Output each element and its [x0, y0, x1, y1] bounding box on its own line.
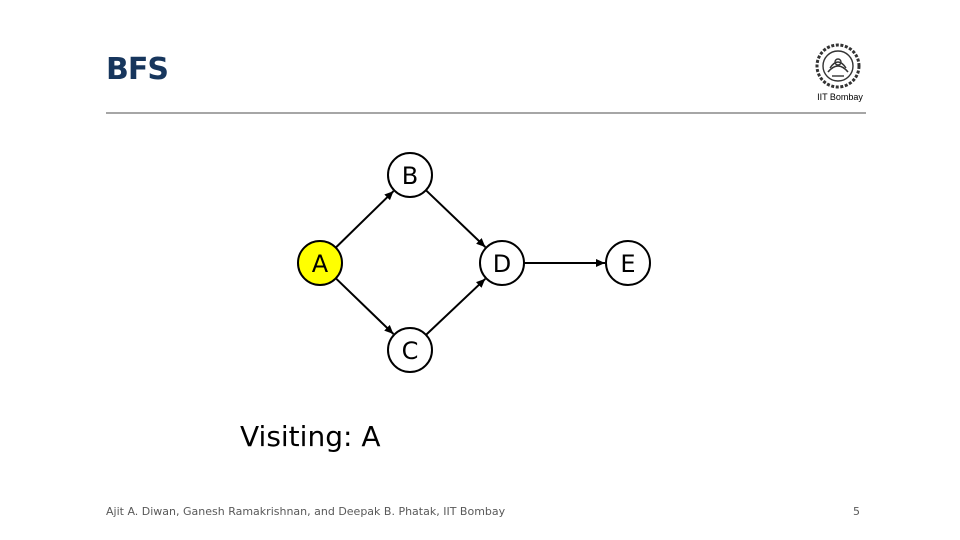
iit-bombay-emblem-icon [815, 43, 861, 89]
title-divider [106, 112, 866, 114]
node-circle-C [387, 327, 433, 373]
visiting-label: Visiting: [240, 420, 353, 453]
visiting-status: Visiting: A [240, 420, 380, 453]
node-C: C [387, 327, 433, 373]
edge-A-C [335, 277, 395, 335]
node-circle-D [479, 240, 525, 286]
node-label-A: A [312, 250, 329, 278]
node-circle-B [387, 152, 433, 198]
edges-layer [335, 189, 605, 336]
node-B: B [387, 152, 433, 198]
node-A: A [297, 240, 343, 286]
node-label-E: E [620, 250, 635, 278]
edge-C-D [425, 278, 486, 336]
visiting-node: A [361, 420, 381, 453]
node-circle-A [297, 240, 343, 286]
node-circle-E [605, 240, 651, 286]
node-label-B: B [402, 162, 418, 190]
edge-A-B [335, 190, 395, 249]
node-E: E [605, 240, 651, 286]
footer-authors: Ajit A. Diwan, Ganesh Ramakrishnan, and … [106, 505, 506, 518]
slide-title: BFS [106, 52, 169, 87]
node-label-D: D [493, 250, 511, 278]
institution-caption: IIT Bombay [817, 92, 863, 102]
page-number: 5 [853, 505, 860, 518]
nodes-layer: A B C D E [297, 152, 651, 373]
node-D: D [479, 240, 525, 286]
edge-B-D [425, 189, 487, 248]
node-label-C: C [402, 337, 419, 365]
